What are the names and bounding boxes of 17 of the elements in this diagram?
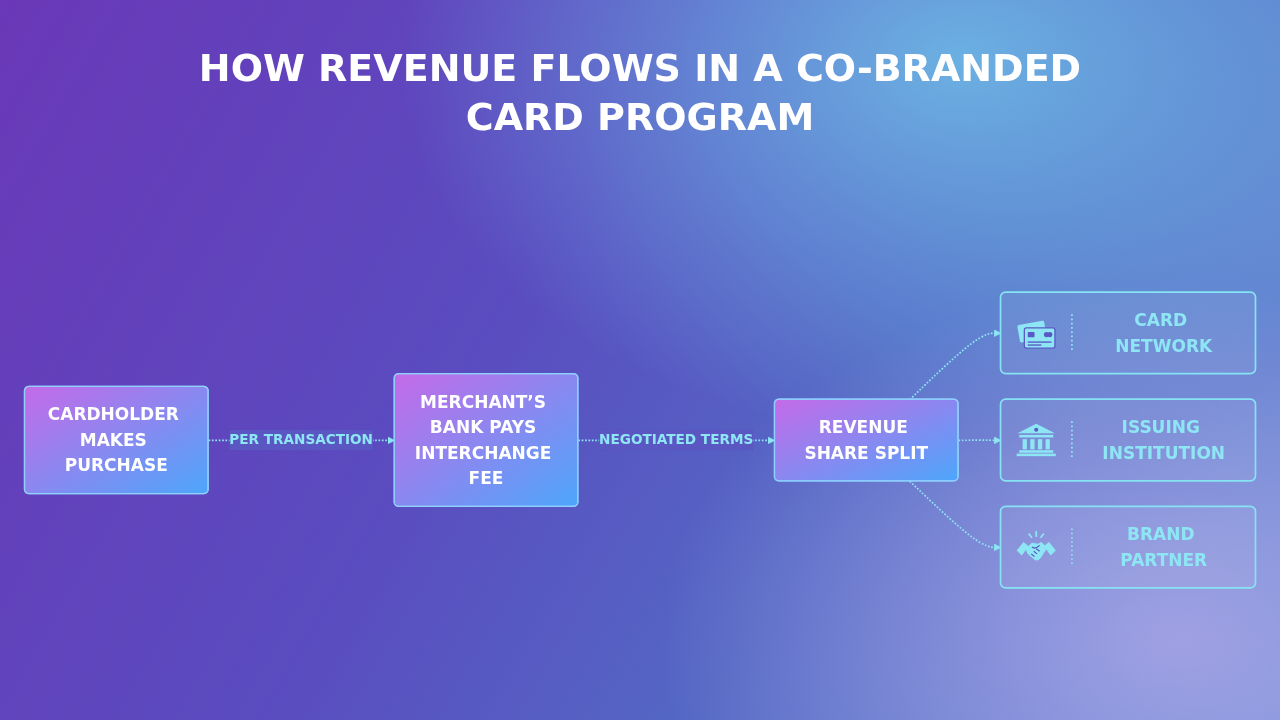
node-label: CARDHOLDER MAKES PURCHASE bbox=[46, 403, 180, 478]
process-box bbox=[773, 398, 959, 482]
node-label: REVENUE SHARE SPLIT bbox=[803, 416, 930, 465]
arrow bbox=[908, 480, 1002, 552]
edge-label: PER TRANSACTION bbox=[229, 429, 373, 451]
node-label: MERCHANT’S BANK PAYS INTERCHANGE FEE bbox=[413, 390, 553, 491]
outlined-box bbox=[999, 291, 1257, 375]
outlined-box bbox=[999, 398, 1257, 482]
node-label: ISSUING INSTITUTION bbox=[1101, 416, 1227, 465]
edge-label: NEGOTIATED TERMS bbox=[599, 429, 754, 451]
arrow bbox=[908, 329, 1002, 401]
title: HOW REVENUE FLOWS IN A CO-BRANDED CARD PROGRAM bbox=[197, 45, 1083, 142]
outlined-box bbox=[999, 505, 1257, 589]
process-box bbox=[23, 385, 209, 495]
node-label: CARD NETWORK bbox=[1114, 308, 1214, 358]
node-label: BRAND PARTNER bbox=[1119, 523, 1209, 573]
process-box bbox=[393, 373, 579, 507]
